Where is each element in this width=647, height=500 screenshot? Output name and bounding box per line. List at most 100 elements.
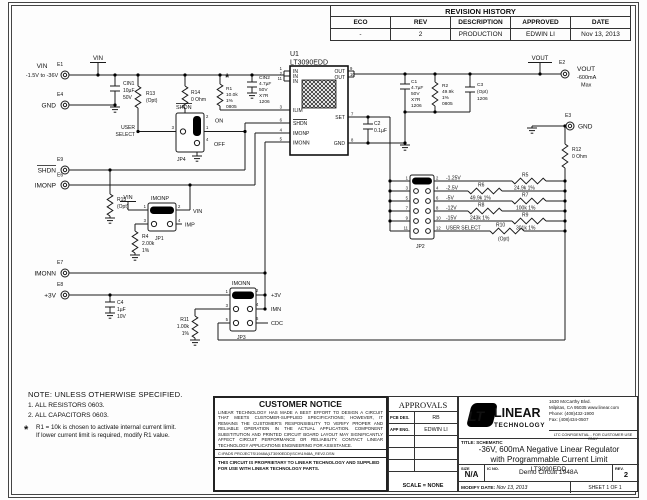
r13-ref: R13 bbox=[146, 91, 155, 97]
jp1-ref: JP1 bbox=[155, 236, 164, 242]
u1-num-9: 9 bbox=[350, 66, 353, 71]
sheet-cell: SHEET 1 OF 1 bbox=[588, 485, 622, 491]
logo-technology-text: TECHNOLOGY bbox=[494, 422, 545, 429]
revision-row: - 2 PRODUCTION EDWIN LI Nov 13, 2013 bbox=[330, 28, 631, 41]
size-label: SIZE bbox=[461, 466, 470, 471]
resistor-r6 bbox=[467, 187, 503, 195]
u1-pin-imonp: IMONP bbox=[293, 131, 310, 137]
address-line1: 1630 McCarthy Blvd. bbox=[549, 399, 591, 404]
jp1-shunt bbox=[150, 206, 174, 214]
resistor-r2 bbox=[431, 81, 439, 107]
id-section: SIZE N/A IC NO. LT3090EDD Demo Circuit 1… bbox=[459, 465, 639, 482]
approvals-row-empty bbox=[389, 436, 457, 448]
rev-label: REV. bbox=[615, 466, 624, 471]
terminal-e6 bbox=[60, 180, 70, 190]
jp2-num7: 7 bbox=[406, 206, 409, 211]
app-eng-label: APP ENG. bbox=[389, 424, 415, 435]
r8-ref: R8 bbox=[478, 203, 485, 209]
r11-val: 1.00k bbox=[177, 324, 190, 330]
approvals-row-empty bbox=[389, 460, 457, 472]
customer-notice-proprietary: THIS CIRCUIT IS PROPRIETARY TO LINEAR TE… bbox=[215, 456, 386, 473]
address-line2: Milpitas, CA 95035 www.linear.com bbox=[549, 404, 620, 410]
e8-ref: E8 bbox=[57, 282, 63, 288]
e2-current: -600mA bbox=[577, 75, 597, 81]
ground-symbol bbox=[191, 155, 203, 162]
jp1-num1: 1 bbox=[144, 204, 147, 209]
r7-val: 100k 1% bbox=[516, 206, 536, 212]
jp2-opt-5v: -5V bbox=[446, 196, 454, 202]
u1-num-10: 10 bbox=[350, 72, 355, 77]
r14-val: 0 Ohm bbox=[191, 97, 206, 103]
jp2-num2: 2 bbox=[436, 176, 439, 181]
title-block-top: LT LINEAR TECHNOLOGY 1630 McCarthy Blvd.… bbox=[459, 397, 639, 441]
jp2-num11: 11 bbox=[404, 226, 409, 231]
confidential-note: LTC CONFIDENTIAL - FOR CUSTOMER USE ONLY bbox=[549, 430, 637, 441]
jp4-user: USER bbox=[121, 125, 135, 131]
r9-val: 301k 1% bbox=[516, 226, 536, 232]
customer-notice-title: CUSTOMER NOTICE bbox=[259, 399, 342, 409]
resistor-r8 bbox=[467, 207, 503, 215]
u1-pin-out1: OUT bbox=[334, 69, 345, 75]
jumper-jp3 bbox=[229, 287, 257, 332]
modify-date-label: MODIFY DATE: bbox=[461, 486, 496, 491]
r1-val: 10.0k bbox=[226, 92, 238, 98]
e1-range: -1.5V to -36V bbox=[26, 73, 59, 79]
ground-symbol bbox=[399, 144, 411, 151]
jp4-on: ON bbox=[215, 119, 223, 125]
u1-num-3: 3 bbox=[280, 105, 283, 110]
r15-ref: R15 bbox=[117, 197, 126, 203]
junction-dots bbox=[96, 72, 567, 311]
resistor-r9 bbox=[511, 217, 547, 225]
c1-volt: 50V bbox=[411, 91, 420, 97]
resistor-r11 bbox=[191, 315, 199, 339]
size-value: N/A bbox=[464, 470, 479, 479]
jp2-opt-1v25: -1.25V bbox=[446, 176, 461, 182]
cin2-volt: 50V bbox=[259, 87, 268, 93]
jp1-num4: 4 bbox=[178, 218, 181, 223]
r5-val: 24.9k 1% bbox=[514, 186, 535, 192]
jp2-num8: 8 bbox=[436, 206, 439, 211]
cin1-val: 10µF bbox=[123, 88, 135, 94]
r1-size: 0805 bbox=[226, 104, 237, 110]
jp2-opt-15v: -15V bbox=[446, 216, 457, 222]
u1-num-4: 4 bbox=[280, 128, 283, 133]
r11-ref: R11 bbox=[180, 317, 189, 323]
address-fax: Fax: (408)434-0507 bbox=[549, 416, 589, 422]
u1-num-1: 1 bbox=[280, 66, 283, 71]
ground-symbol bbox=[189, 339, 201, 346]
customer-notice-body: LINEAR TECHNOLOGY HAS MADE A BEST EFFORT… bbox=[218, 410, 383, 448]
r10-val: (Opt) bbox=[498, 237, 510, 243]
resistor-r1 bbox=[216, 83, 224, 107]
r10-ref: R10 bbox=[496, 223, 505, 229]
c1-diel: X7R bbox=[411, 97, 421, 103]
cin2-val: 4.7µF bbox=[259, 81, 271, 87]
jp2-num3: 3 bbox=[406, 186, 409, 191]
resistor-r7 bbox=[511, 197, 547, 205]
resistor-r5 bbox=[511, 177, 547, 185]
approvals-row-app: APP ENG. EDWIN LI bbox=[389, 424, 457, 436]
jp2-num4: 4 bbox=[436, 186, 439, 191]
title-section: TITLE: SCHEMATIC -36V, 600mA Negative Li… bbox=[459, 439, 639, 465]
jp2-opt-user: USER SELECT bbox=[446, 226, 481, 232]
jp2-num9: 9 bbox=[406, 216, 409, 221]
cin1-volt: 50V bbox=[123, 95, 133, 101]
company-address: 1630 McCarthy Blvd. Milpitas, CA 95035 w… bbox=[549, 399, 637, 430]
terminal-e3 bbox=[565, 121, 575, 131]
resistor-r13 bbox=[134, 85, 142, 109]
jp4-shunt bbox=[193, 116, 201, 136]
ground-symbol bbox=[104, 217, 116, 224]
jp3-opt-cdc: CDC bbox=[271, 321, 283, 327]
jp1-opt-vin: VIN bbox=[193, 209, 202, 215]
r2-val: 49.9k bbox=[442, 89, 454, 95]
r14-ref: R14 bbox=[191, 90, 200, 96]
jp4-off: OFF bbox=[214, 142, 226, 148]
approvals-title: APPROVALS bbox=[389, 397, 457, 412]
jp3-num2: 2 bbox=[256, 288, 259, 293]
jp2-num6: 6 bbox=[436, 196, 439, 201]
wires bbox=[69, 62, 566, 341]
u1-lt3090edd bbox=[289, 65, 349, 156]
jp2-opt-12v: -12V bbox=[446, 206, 457, 212]
jp2-num5: 5 bbox=[406, 196, 409, 201]
e4-label: GND bbox=[42, 103, 57, 110]
